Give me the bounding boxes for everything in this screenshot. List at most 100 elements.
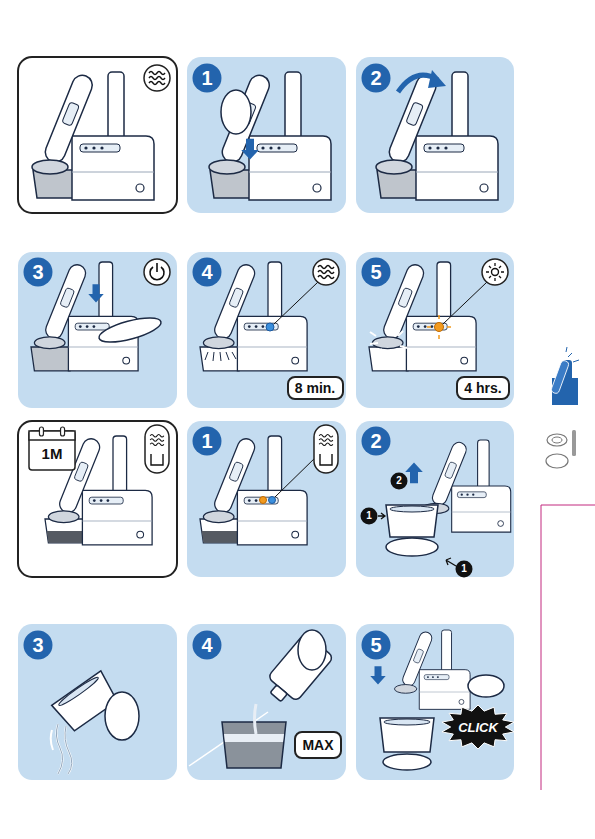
step-number: 1 bbox=[192, 426, 222, 456]
hand bbox=[105, 692, 139, 740]
status-icon bbox=[482, 259, 508, 285]
step-circle bbox=[193, 631, 222, 660]
cartridge bbox=[200, 347, 243, 371]
step-number: 3 bbox=[23, 257, 53, 287]
panel bbox=[187, 624, 346, 780]
step-number: 5 bbox=[361, 257, 391, 287]
calendar-header bbox=[29, 431, 75, 440]
sun-symbol-part bbox=[486, 263, 504, 281]
cartridge-part bbox=[57, 675, 100, 707]
panel bbox=[18, 624, 177, 780]
step-number-text: 5 bbox=[370, 635, 381, 655]
calendar-icon-text: 1M bbox=[42, 446, 63, 461]
tilt-arrow-head bbox=[428, 70, 446, 88]
callout-number: 1 bbox=[360, 507, 378, 525]
parts-icon-part bbox=[572, 430, 576, 456]
water-stream bbox=[56, 724, 71, 774]
badge-outline bbox=[295, 732, 341, 758]
cartridge-rim bbox=[384, 719, 430, 725]
step-number-text: 4 bbox=[201, 635, 212, 655]
calendar-page bbox=[29, 431, 75, 470]
calendar-drawing bbox=[29, 427, 75, 470]
cartridge-symbol bbox=[151, 454, 163, 465]
parts-icon bbox=[546, 430, 576, 468]
hand bbox=[386, 538, 438, 556]
click-burst: CLICK bbox=[440, 704, 516, 750]
step-number-text: 4 bbox=[201, 262, 212, 282]
label-badge: 4 hrs. bbox=[456, 376, 510, 400]
water-stream bbox=[51, 724, 72, 774]
step-circle bbox=[362, 427, 391, 456]
callout-number: 1 bbox=[455, 560, 473, 578]
blue-light bbox=[269, 497, 276, 504]
step-number-text: 3 bbox=[32, 262, 43, 282]
margin-bracket bbox=[541, 505, 595, 790]
cleaning-unit bbox=[203, 436, 307, 545]
leader-line bbox=[274, 282, 318, 324]
label-badge: MAX bbox=[294, 731, 342, 759]
callout-number: 2 bbox=[390, 472, 408, 490]
step-circle bbox=[193, 64, 222, 93]
cleaning-symbol bbox=[318, 266, 334, 279]
sun-symbol-part bbox=[492, 269, 499, 276]
orange-light bbox=[260, 497, 267, 504]
step-number: 4 bbox=[192, 257, 222, 287]
mini-unit-icon-part bbox=[550, 360, 569, 395]
cleaning-fluid bbox=[224, 734, 284, 742]
light-glow bbox=[427, 315, 451, 339]
cartridge bbox=[31, 347, 74, 371]
fluid-stream bbox=[255, 704, 257, 734]
step-number-text: 1 bbox=[201, 68, 212, 88]
cartridge-symbol bbox=[320, 454, 332, 465]
step-circle bbox=[193, 258, 222, 287]
panel bbox=[18, 57, 177, 213]
status-icon bbox=[144, 259, 170, 285]
press-arrow bbox=[88, 284, 103, 302]
parts-icon-part bbox=[546, 454, 568, 468]
panel bbox=[356, 252, 514, 408]
callout-number-text: 2 bbox=[396, 476, 402, 486]
leader-line bbox=[275, 455, 318, 497]
step-number: 2 bbox=[361, 426, 391, 456]
step-number: 1 bbox=[192, 63, 222, 93]
insert-arrow bbox=[241, 139, 259, 160]
power-symbol bbox=[150, 263, 164, 280]
cartridge bbox=[369, 347, 412, 371]
leader-line bbox=[443, 282, 487, 324]
finger bbox=[97, 313, 163, 347]
step-number-text: 1 bbox=[201, 431, 212, 451]
hand bbox=[468, 675, 504, 697]
callout-circle bbox=[391, 473, 408, 490]
press-arrow bbox=[378, 513, 385, 519]
cartridge bbox=[380, 718, 434, 752]
calendar-ring bbox=[39, 427, 43, 436]
calendar-icon: 1M bbox=[28, 427, 76, 471]
step-circle bbox=[362, 64, 391, 93]
callout-number-text: 1 bbox=[366, 511, 372, 521]
cleaning-symbol bbox=[149, 72, 165, 85]
status-icon bbox=[313, 259, 339, 285]
callout-circle bbox=[456, 561, 473, 578]
hand bbox=[221, 90, 251, 134]
sun-symbol bbox=[486, 263, 504, 281]
burst-shape bbox=[442, 705, 514, 749]
panel bbox=[18, 421, 177, 577]
step-number: 4 bbox=[192, 630, 222, 660]
badge-outline bbox=[288, 377, 343, 399]
hand bbox=[298, 630, 326, 670]
step-circle bbox=[362, 258, 391, 287]
step-number-text: 3 bbox=[32, 635, 43, 655]
step-number-text: 5 bbox=[370, 262, 381, 282]
step-circle bbox=[193, 427, 222, 456]
status-icon bbox=[145, 425, 169, 473]
click-burst-text: CLICK bbox=[458, 721, 498, 734]
panel bbox=[18, 252, 177, 408]
step-number: 2 bbox=[361, 63, 391, 93]
mini-unit-icon-part bbox=[566, 347, 579, 362]
parts-icon-part bbox=[552, 437, 562, 443]
panel bbox=[356, 421, 514, 577]
cleaning-unit bbox=[32, 72, 154, 200]
panel bbox=[356, 57, 514, 213]
cleaning-unit bbox=[376, 72, 498, 200]
